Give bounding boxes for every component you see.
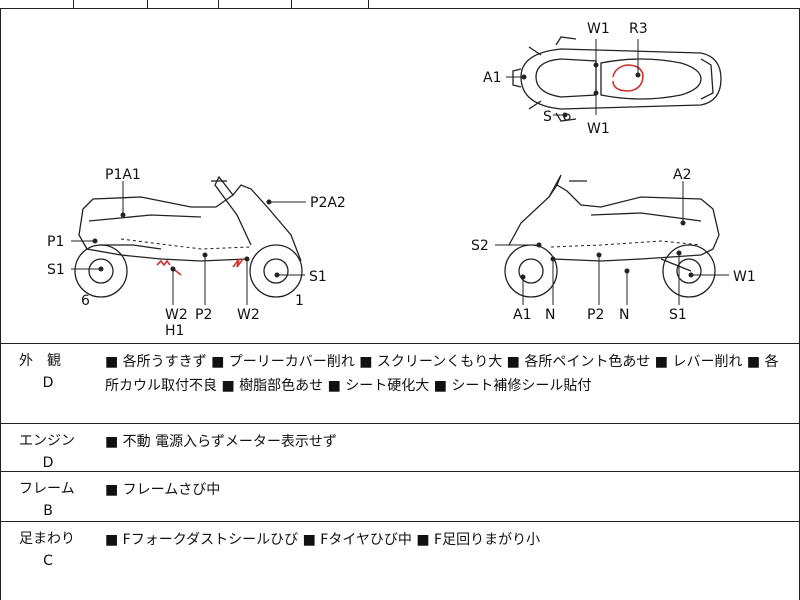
label-s1-left: S1 <box>47 262 65 278</box>
row-grade: B <box>43 503 53 519</box>
label-s1-right-view: S1 <box>669 307 687 323</box>
row-line: ■ 各所うすきず ■ プーリーカバー削れ ■ スクリーンくもり大 ■ 各所ペイン… <box>105 354 779 370</box>
row-line: 所カウル取付不良 ■ 樹脂部色あせ ■ シート硬化大 ■ シート補修シール貼付 <box>105 378 592 394</box>
label-h1: H1 <box>165 323 184 339</box>
label-a2: A2 <box>673 167 691 183</box>
row-grade: D <box>42 375 54 391</box>
label-n-a: N <box>545 307 555 323</box>
header-strip <box>0 0 800 8</box>
row-grade: D <box>42 455 54 471</box>
row-name: エンジン <box>19 433 75 449</box>
damage-mark-w2 <box>156 259 182 276</box>
top-view-leaders <box>506 39 641 118</box>
row-engine: エンジン D ■ 不動 電源入らずメーター表示せず <box>0 424 800 472</box>
row-line: ■ フレームさび中 <box>105 482 221 498</box>
label-w1-bottom: W1 <box>587 121 610 137</box>
label-s-top: S <box>543 109 552 125</box>
row-exterior: 外 観 D ■ 各所うすきず ■ プーリーカバー削れ ■ スクリーンくもり大 ■… <box>0 344 800 424</box>
scooter-right-view <box>504 174 720 298</box>
label-a1-top: A1 <box>483 70 501 86</box>
label-p1a1: P1A1 <box>105 167 141 183</box>
label-num-6: 6 <box>81 293 90 309</box>
damage-mark-r3 <box>612 64 644 92</box>
row-line: ■ 不動 電源入らずメーター表示せず <box>105 434 337 450</box>
label-num-1: 1 <box>295 293 304 309</box>
label-w2-a: W2 <box>165 307 188 323</box>
damage-mark-h1 <box>232 258 244 268</box>
row-frame: フレーム B ■ フレームさび中 <box>0 472 800 522</box>
label-w1-right: W1 <box>733 269 756 285</box>
label-p1: P1 <box>47 234 64 250</box>
right-view-leaders <box>495 181 729 305</box>
header-cell <box>0 0 74 8</box>
row-line: ■ Fフォークダストシールひび ■ Fタイヤひび中 ■ F足回りまがり小 <box>105 532 541 548</box>
row-suspension: 足まわり C ■ Fフォークダストシールひび ■ Fタイヤひび中 ■ F足回りま… <box>0 522 800 600</box>
left-view-leaders <box>71 181 306 305</box>
scooter-left-view <box>74 175 303 298</box>
label-a1-right: A1 <box>513 307 531 323</box>
row-name: フレーム <box>19 481 75 497</box>
label-s1-right: S1 <box>309 269 327 285</box>
damage-diagram: W1 R3 A1 S W1 P <box>0 8 800 344</box>
scooter-top-view <box>512 36 722 122</box>
right-view-dashes <box>550 240 702 248</box>
row-name: 外 観 <box>19 353 61 369</box>
label-p2-left: P2 <box>195 307 212 323</box>
left-view-dashes <box>120 238 252 250</box>
header-cell <box>292 0 369 8</box>
row-name: 足まわり <box>19 531 75 547</box>
label-w2-b: W2 <box>237 307 260 323</box>
label-n-b: N <box>619 307 629 323</box>
label-r3: R3 <box>629 21 648 37</box>
label-p2-right: P2 <box>587 307 604 323</box>
label-s2: S2 <box>471 238 489 254</box>
label-p2a2: P2A2 <box>310 195 346 211</box>
row-grade: C <box>43 553 53 569</box>
label-w1-top: W1 <box>587 21 610 37</box>
header-cell <box>219 0 292 8</box>
header-cell <box>148 0 219 8</box>
header-cell <box>74 0 148 8</box>
